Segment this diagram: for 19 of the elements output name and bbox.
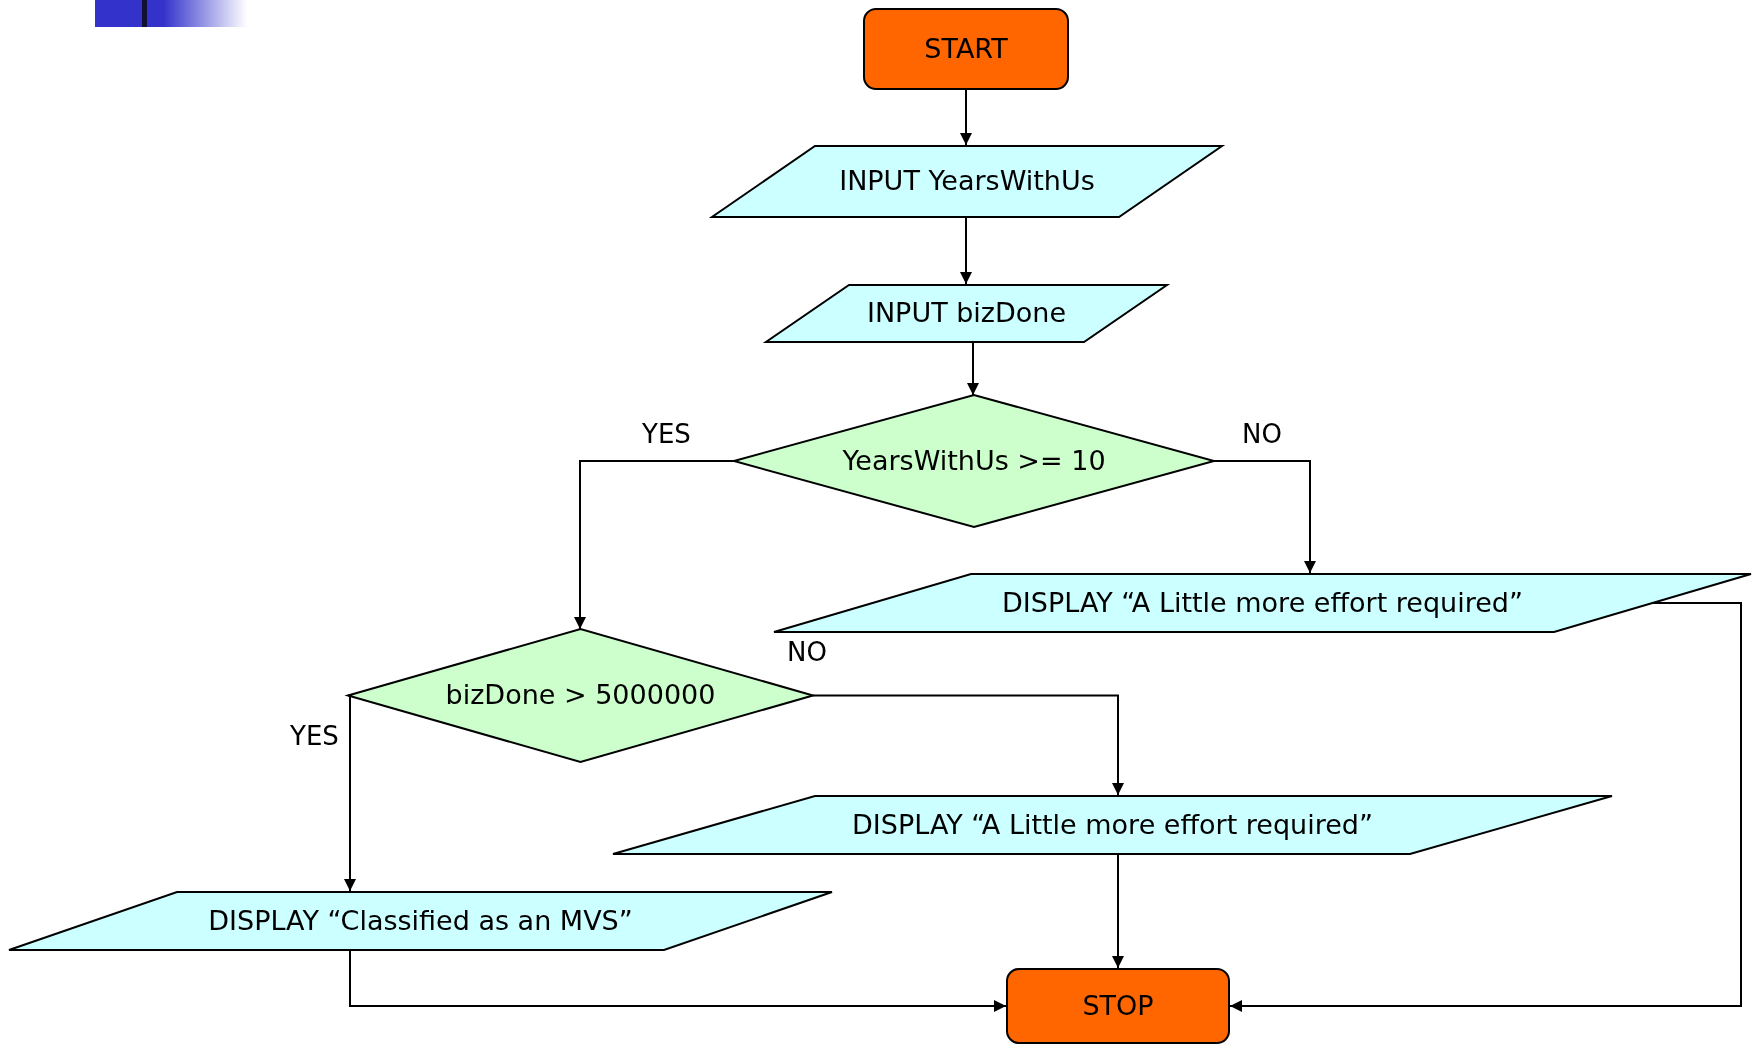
node-label: START xyxy=(924,32,1008,66)
arrow xyxy=(967,342,979,396)
node-label: bizDone > 5000000 xyxy=(445,679,716,712)
arrow xyxy=(1112,854,1124,969)
node-label: YearsWithUs >= 10 xyxy=(842,444,1106,478)
node-label: INPUT YearsWithUs xyxy=(839,165,1095,198)
node-label: DISPLAY “A Little more effort required” xyxy=(1002,586,1523,620)
node-label: STOP xyxy=(1082,989,1154,1023)
arrow xyxy=(960,217,972,285)
arrow xyxy=(349,950,1007,1012)
node-label: DISPLAY “A Little more effort required” xyxy=(852,808,1373,842)
arrow xyxy=(574,460,735,630)
arrow xyxy=(812,694,1124,796)
arrow xyxy=(344,694,356,892)
node-label: DISPLAY “Classified as an MVS” xyxy=(208,904,633,938)
arrow xyxy=(1229,602,1742,1012)
node-label: INPUT bizDone xyxy=(866,297,1067,330)
arrow xyxy=(1213,460,1316,574)
arrow xyxy=(960,89,972,146)
